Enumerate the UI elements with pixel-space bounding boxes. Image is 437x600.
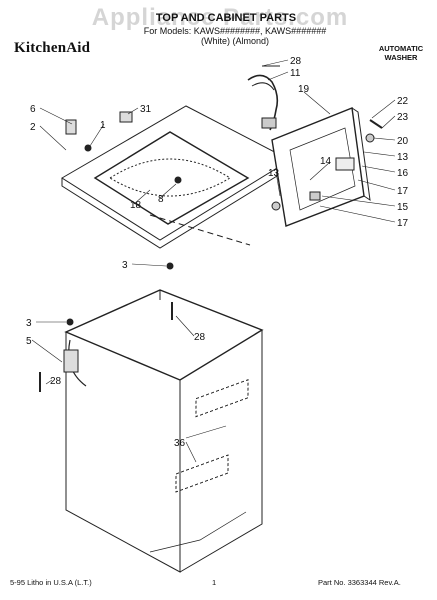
product-type: AUTOMATIC WASHER [378,44,424,62]
model-numbers: For Models: KAWS########, KAWS####### (W… [120,26,350,46]
callout: 1 [100,120,106,131]
leader-lines [31,59,396,463]
callout: 18 [130,200,142,211]
callout: 28 [290,56,302,67]
callout: 19 [298,84,310,95]
callout: 13 [397,152,409,163]
callout: 28 [50,376,62,387]
callout: 17 [397,186,409,197]
watermark: Appliance Parts.com [91,4,349,31]
callout: 23 [397,112,409,123]
callout: 13 [268,168,280,179]
page-number: 1 [212,578,217,587]
wire-harness [247,65,280,131]
cabinet [63,289,264,573]
callout: 11 [290,68,301,79]
callout: 36 [174,438,186,449]
hinge-hardware [65,111,383,211]
callout: 8 [158,194,164,205]
callout: 6 [30,104,36,115]
brand-logo: KitchenAid [14,40,91,56]
callout: 16 [397,168,409,179]
console-panel [271,107,371,227]
model-line-1: For Models: KAWS########, KAWS####### [143,26,327,36]
callout: 3 [26,318,32,329]
callout: 28 [194,332,206,343]
callout: 14 [320,156,332,167]
callout: 20 [397,136,409,147]
callout-labels: 28 11 19 6 31 22 2 1 23 20 14 13 16 8 13… [26,56,409,449]
callout: 2 [30,122,36,133]
callout: 3 [122,260,128,271]
screws [39,262,174,392]
top-panel [61,105,292,249]
callout: 15 [397,202,409,213]
page-title: TOP AND CABINET PARTS [155,12,297,24]
footer-print-info: 5-95 Litho in U.S.A (L.T.) [10,578,92,587]
callout: 22 [397,96,409,107]
callout: 31 [140,104,152,115]
model-line-2: (White) (Almond) [200,36,269,46]
callout: 17 [397,218,409,229]
part-number: Part No. 3363344 Rev.A. [318,578,401,587]
callout: 5 [26,336,32,347]
